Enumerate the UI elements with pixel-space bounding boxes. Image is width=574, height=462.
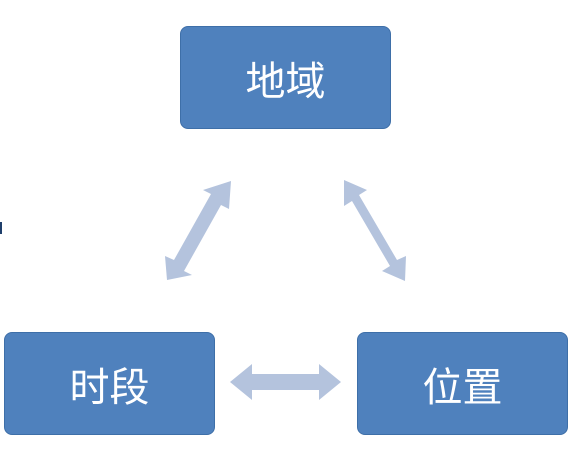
- node-region: 地域: [180, 26, 391, 129]
- edge-mark: [0, 222, 2, 234]
- arrow-top-left: [165, 181, 231, 280]
- arrow-left-right: [230, 364, 341, 400]
- node-region-label: 地域: [245, 58, 326, 105]
- node-time-period: 时段: [4, 332, 215, 435]
- arrow-top-right: [344, 180, 406, 281]
- node-position: 位置: [357, 332, 568, 435]
- node-time-period-label: 时段: [69, 364, 150, 411]
- node-position-label: 位置: [422, 364, 503, 411]
